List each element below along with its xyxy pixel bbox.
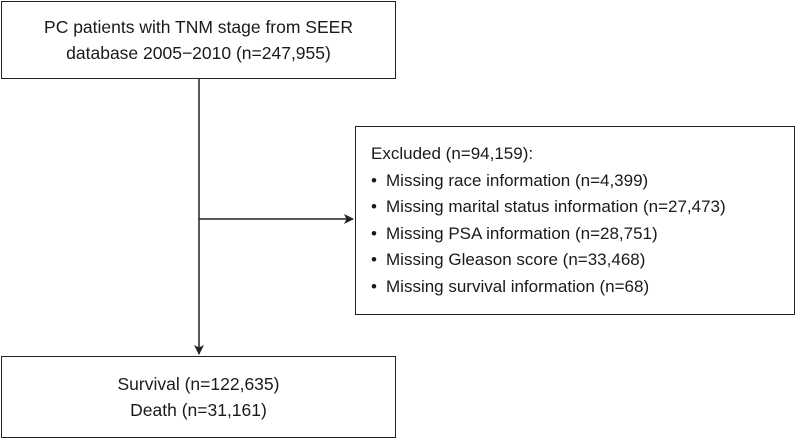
exclusion-item: • Missing marital status information (n=2… (371, 194, 794, 221)
outcome-box: Survival (n=122,635) Death (n=31,161) (1, 356, 396, 438)
exclusion-item-label: Missing survival information (n=68) (386, 276, 650, 296)
exclusion-item: • Missing survival information (n=68) (371, 274, 794, 301)
exclusion-item-label: Missing PSA information (n=28,751) (386, 223, 658, 243)
bullet-icon: • (371, 197, 377, 216)
source-population-box: PC patients with TNM stage from SEER dat… (1, 1, 396, 79)
exclusion-item-label: Missing Gleason score (n=33,468) (386, 250, 646, 269)
bullet-icon: • (371, 250, 377, 269)
exclusion-item-label: Missing marital status information (n=27… (386, 197, 726, 216)
survival-count-label: Survival (n=122,635) (117, 374, 280, 394)
exclusion-item-label: Missing race information (n=4,399) (386, 170, 649, 190)
exclusion-item: • Missing race information (n=4,399) (371, 168, 794, 195)
exclusion-item: • Missing Gleason score (n=33,468) (371, 247, 794, 274)
bullet-icon: • (371, 170, 377, 190)
source-population-line-1: PC patients with TNM stage from SEER (44, 17, 353, 37)
exclusion-item: • Missing PSA information (n=28,751) (371, 221, 794, 248)
bullet-icon: • (371, 276, 377, 296)
source-population-line-2: database 2005−2010 (n=247,955) (66, 43, 331, 63)
death-count-label: Death (n=31,161) (130, 400, 267, 420)
exclusion-list: • Missing race information (n=4,399) • Mis… (371, 168, 794, 301)
exclusion-title: Excluded (n=94,159): (371, 144, 534, 163)
bullet-icon: • (371, 223, 377, 243)
exclusion-box: Excluded (n=94,159): • Missing race infor… (355, 126, 795, 315)
